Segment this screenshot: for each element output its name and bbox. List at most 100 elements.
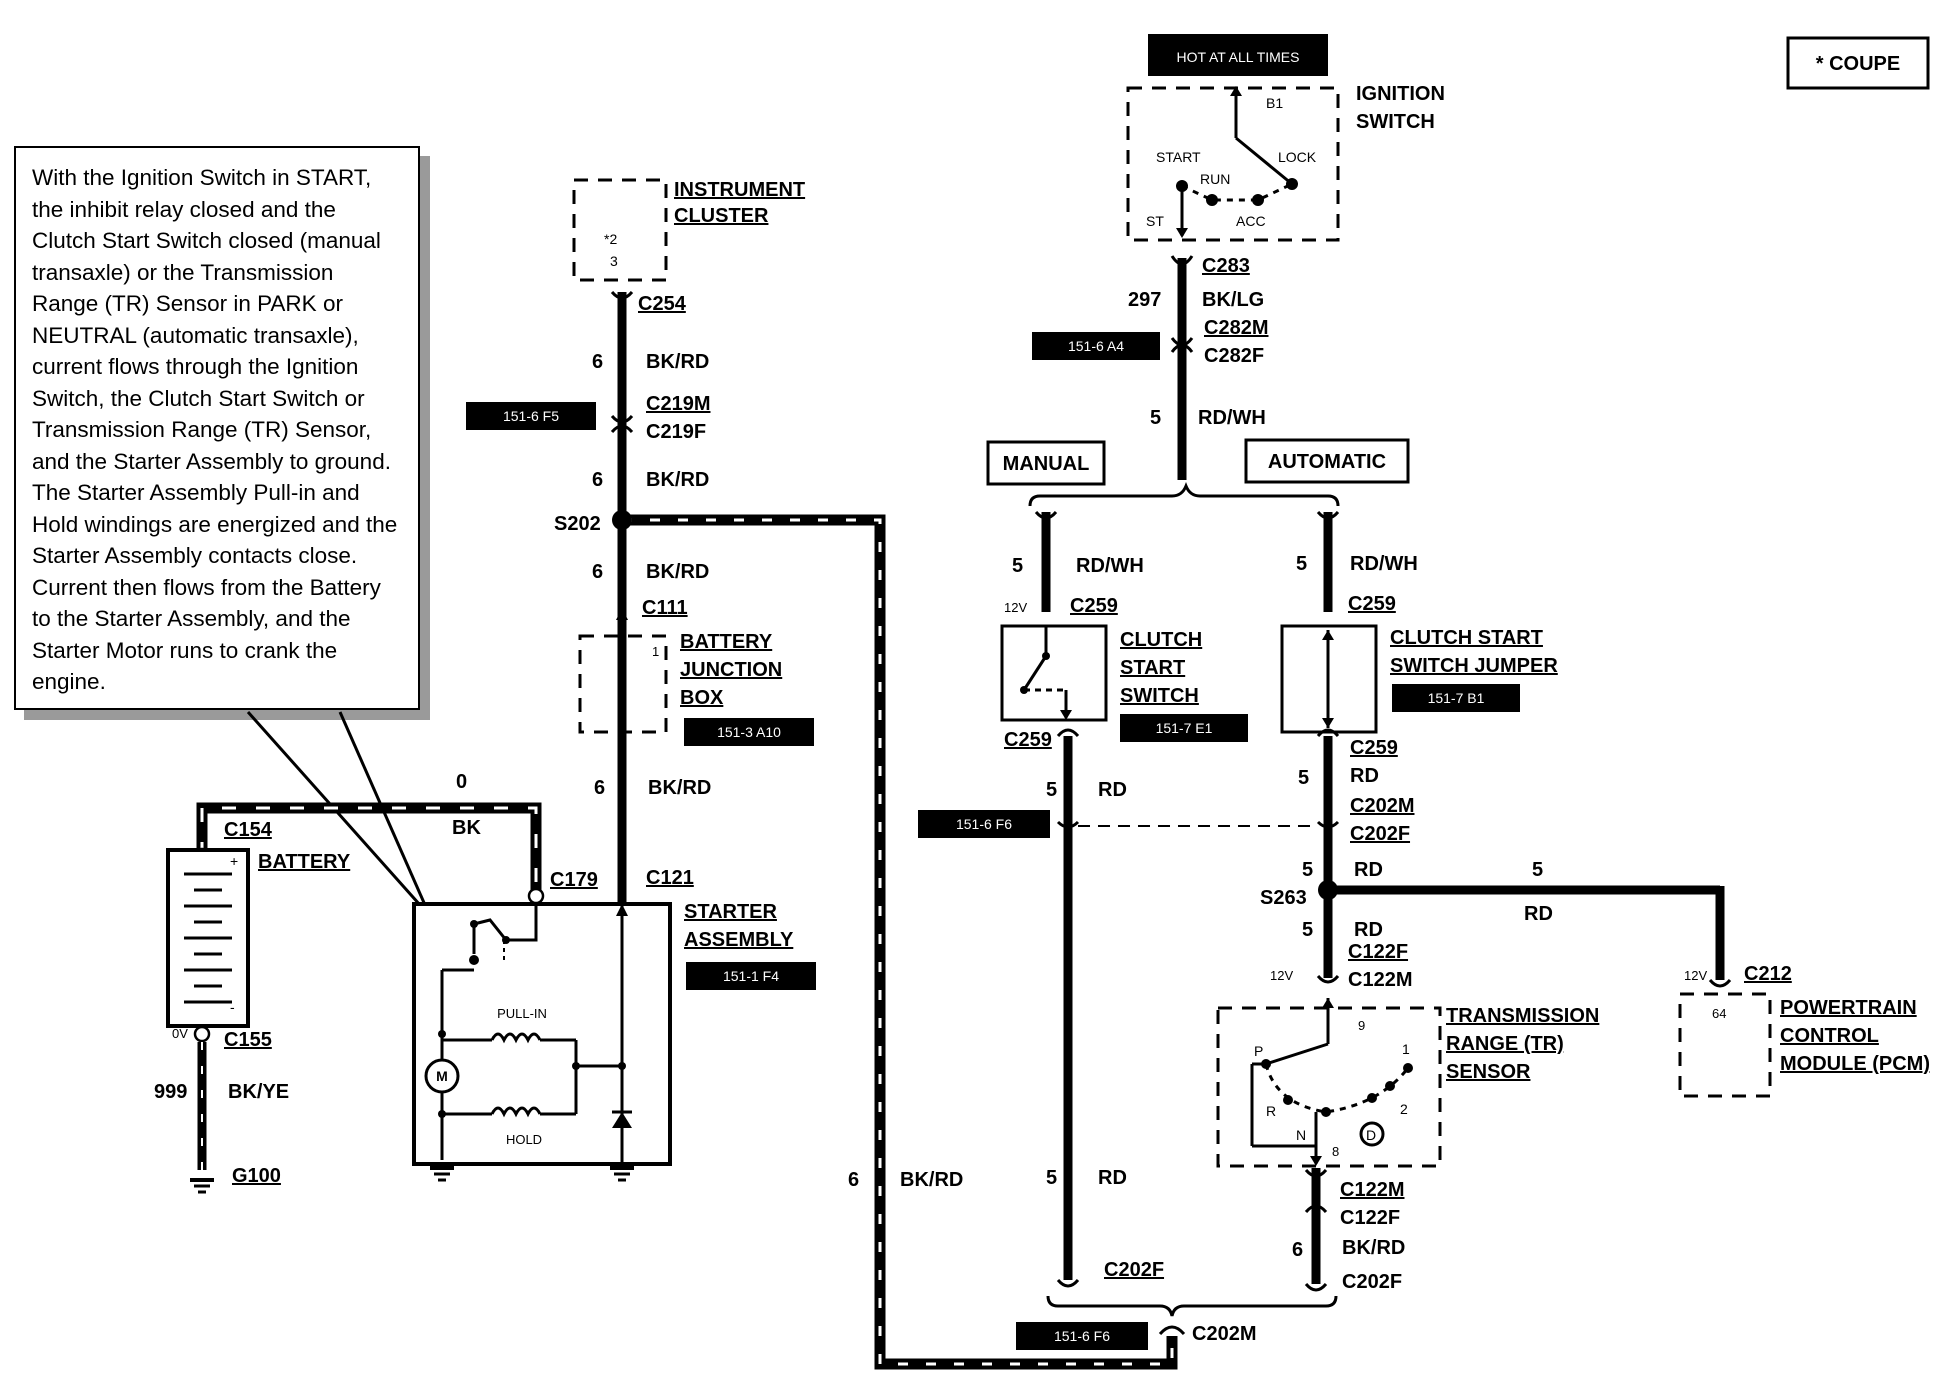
g100-label: G100 [232,1165,281,1187]
c202m-label-a: C202M [1350,795,1414,817]
cluster-label-2: CLUSTER [674,205,769,227]
c202-bracket [1046,1295,1338,1317]
pcm-label-1: POWERTRAIN [1780,997,1917,1019]
color-bkrd-f: BK/RD [648,777,711,799]
coupe-box [1786,36,1930,90]
operation-note: With the Ignition Switch in START, the i… [14,146,420,710]
c254-label: C254 [638,293,687,315]
diode-icon [612,1112,632,1128]
color-bkrd-c: BK/RD [646,351,709,373]
color-rd-c: RD [1350,765,1379,787]
c259-label-a: C259 [1070,595,1118,617]
color-rd-f: RD [1354,919,1383,941]
circuit-6-e: 6 [592,561,603,583]
ref-151-6-f6-b: 151-6 F6 [1054,1328,1110,1344]
c122m-label-a: C122M [1348,969,1412,991]
starter-assembly-box [412,902,672,1166]
bjb-label-3: BOX [680,687,724,709]
color-bkrd-d: BK/RD [646,469,709,491]
s202-label: S202 [554,513,601,535]
b1-label: B1 [1266,95,1283,111]
ref-151-1-f4: 151-1 F4 [723,968,779,984]
pcm-label-3: MODULE (PCM) [1780,1053,1930,1075]
manual-option: MANUAL [1003,453,1090,475]
starter-label-2: ASSEMBLY [684,929,794,951]
ground-starter-icon-2 [610,1166,634,1182]
circuit-6-b: 6 [848,1169,859,1191]
tr-label-3: SENSOR [1446,1061,1531,1083]
color-bkrd-a: BK/RD [1342,1237,1405,1259]
motor-label: M [436,1068,448,1084]
battery-label: BATTERY [258,851,351,873]
splice-s202 [612,510,632,530]
ground-starter-icon-1 [430,1166,454,1182]
c122f-label-b: C122F [1340,1207,1400,1229]
clutch-switch-label-2: START [1120,657,1185,679]
color-bkrd-b: BK/RD [900,1169,963,1191]
motor-icon [424,1058,460,1094]
ignition-switch-label-2: SWITCH [1356,111,1435,133]
tr-pin-8: 8 [1332,1144,1339,1159]
cluster-label-1: INSTRUMENT [674,179,805,201]
voltage-12v-a: 12V [1004,600,1027,615]
c202f-label-a: C202F [1104,1259,1164,1281]
pcm-label-2: CONTROL [1780,1025,1879,1047]
circuit-999: 999 [154,1081,187,1103]
bjb-label-2: JUNCTION [680,659,782,681]
acc-label: ACC [1236,213,1266,229]
ref-151-6-a4: 151-6 A4 [1068,338,1124,354]
svg-text:-: - [230,999,235,1015]
circuit-5-a: 5 [1150,407,1161,429]
color-rd-e: RD [1524,903,1553,925]
circuit-5-g: 5 [1302,859,1313,881]
circuit-5-d: 5 [1046,1167,1057,1189]
clutch-switch-label-1: CLUTCH [1120,629,1202,651]
c202f-label-c: C202F [1342,1271,1402,1293]
color-bklg: BK/LG [1202,289,1264,311]
c212-label: C212 [1744,963,1792,985]
jumper-label-2: SWITCH JUMPER [1390,655,1558,677]
st-label: ST [1146,213,1164,229]
c154-label: C154 [224,819,273,841]
circuit-0: 0 [456,771,467,793]
circuit-5-f: 5 [1298,767,1309,789]
automatic-option: AUTOMATIC [1268,451,1386,473]
start-label: START [1156,149,1201,165]
bjb-label-1: BATTERY [680,631,773,653]
tr-label-2: RANGE (TR) [1446,1033,1564,1055]
clutch-switch-label-3: SWITCH [1120,685,1199,707]
voltage-12v-c: 12V [1684,968,1707,983]
hot-label: HOT AT ALL TIMES [1177,49,1300,65]
c283-label: C283 [1202,255,1250,277]
cluster-pin-a: *2 [604,231,617,247]
pull-in-coil [490,1032,542,1044]
tr-1: 1 [1402,1041,1410,1057]
s263-label: S263 [1260,887,1307,909]
c259-label-b: C259 [1004,729,1052,751]
ref-151-7-e1: 151-7 E1 [1156,720,1213,736]
clutch-start-switch-box [1000,624,1108,722]
hold-coil [490,1106,542,1118]
c122m-label-b: C122M [1340,1179,1404,1201]
bjb-pin: 1 [652,644,659,659]
circuit-6-f: 6 [594,777,605,799]
instrument-cluster-box [572,178,668,282]
c219m-label: C219M [646,393,710,415]
c259-label-c: C259 [1348,593,1396,615]
pcm-pin: 64 [1712,1006,1726,1021]
tr-n: N [1296,1127,1306,1143]
coupe-note: * COUPE [1816,53,1900,75]
circuit-6-c: 6 [592,351,603,373]
color-bkye: BK/YE [228,1081,289,1103]
tr-d: D [1366,1127,1376,1143]
hold-label: HOLD [506,1132,542,1147]
circuit-5-c: 5 [1046,779,1057,801]
voltage-0v: 0V [172,1026,188,1041]
circuit-5-b: 5 [1012,555,1023,577]
c122f-label-a: C122F [1348,941,1408,963]
lock-label: LOCK [1278,149,1317,165]
ref-151-6-f6-a: 151-6 F6 [956,816,1012,832]
circuit-297: 297 [1128,289,1161,311]
tr-sensor-box [1216,1006,1442,1168]
